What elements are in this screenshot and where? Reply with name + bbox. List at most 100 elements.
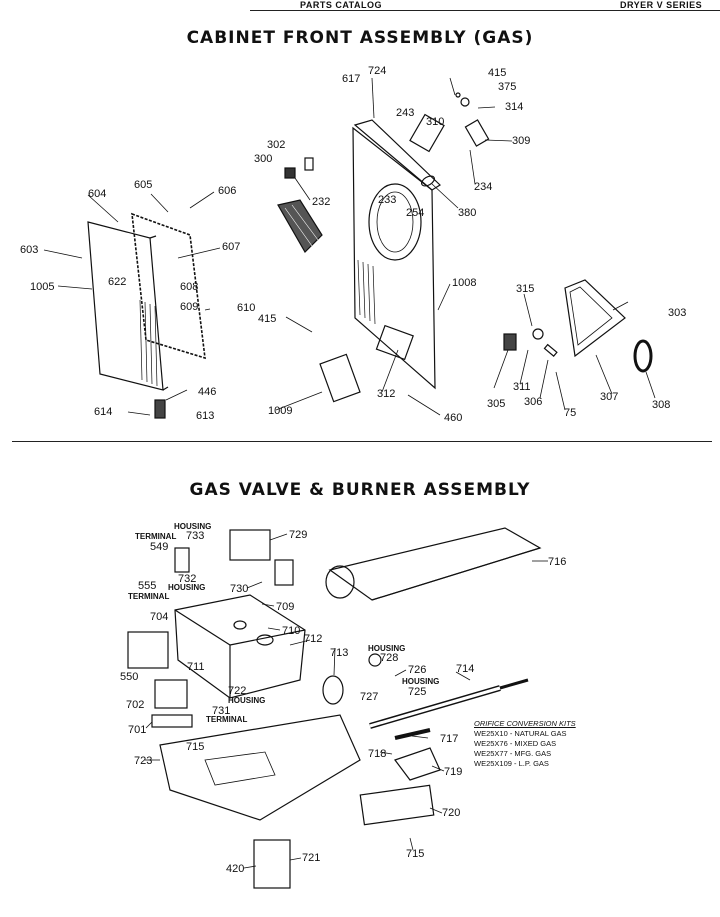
label-609: 609 xyxy=(180,301,198,313)
label-549: 549 xyxy=(150,541,168,553)
small-parts-top xyxy=(154,92,653,419)
header-left: PARTS CATALOG xyxy=(300,0,382,10)
label-housing-4: HOUSING xyxy=(402,677,439,686)
valve-coils xyxy=(174,529,294,586)
label-314: 314 xyxy=(505,101,523,113)
label-729: 729 xyxy=(289,529,307,541)
label-733: 733 xyxy=(186,530,204,542)
label-233: 233 xyxy=(378,194,396,206)
label-718: 718 xyxy=(368,748,386,760)
label-housing-5: HOUSING xyxy=(228,696,265,705)
section-divider xyxy=(12,441,712,442)
label-604: 604 xyxy=(88,188,106,200)
manifold-714 xyxy=(369,678,529,729)
leader-lines-bottom xyxy=(145,533,548,869)
orifice-kit-row: WE25X10 - NATURAL GAS xyxy=(474,729,567,738)
label-315: 315 xyxy=(516,283,534,295)
front-panel-1005 xyxy=(87,221,169,391)
label-715-a: 715 xyxy=(186,741,204,753)
label-1005: 1005 xyxy=(30,281,54,293)
label-234: 234 xyxy=(474,181,492,193)
cabinet-front-1008 xyxy=(352,119,441,390)
label-731: 731 xyxy=(212,705,230,717)
label-550: 550 xyxy=(120,671,138,683)
label-605: 605 xyxy=(134,179,152,191)
label-555: 555 xyxy=(138,580,156,592)
label-305: 305 xyxy=(487,398,505,410)
door-gasket-610 xyxy=(131,212,206,360)
burner-bracket-723 xyxy=(159,714,361,821)
orifice-kit-row: WE25X76 - MIXED GAS xyxy=(474,739,557,748)
label-380: 380 xyxy=(458,207,476,219)
label-1008: 1008 xyxy=(452,277,476,289)
label-306: 306 xyxy=(524,396,542,408)
label-303: 303 xyxy=(668,307,686,319)
label-603: 603 xyxy=(20,244,38,256)
combustion-chamber-716 xyxy=(325,527,542,601)
label-300: 300 xyxy=(254,153,272,165)
label-420: 420 xyxy=(226,863,244,875)
label-312: 312 xyxy=(377,388,395,400)
leader-lines-top xyxy=(43,77,656,416)
label-730: 730 xyxy=(230,583,248,595)
label-622: 622 xyxy=(108,276,126,288)
label-701: 701 xyxy=(128,724,146,736)
label-725: 725 xyxy=(408,686,426,698)
label-311: 311 xyxy=(513,381,531,393)
label-415-top: 415 xyxy=(488,67,506,79)
label-607: 607 xyxy=(222,241,240,253)
label-723: 723 xyxy=(134,755,152,767)
header-rule xyxy=(250,10,720,11)
label-446: 446 xyxy=(198,386,216,398)
label-302: 302 xyxy=(267,139,285,151)
label-75: 75 xyxy=(564,407,576,419)
top-labels: 617 724 415 375 314 243 310 309 302 300 … xyxy=(20,65,686,424)
label-728: 728 xyxy=(380,652,398,664)
label-711: 711 xyxy=(187,661,205,673)
cabinet-front-title: CABINET FRONT ASSEMBLY (GAS) xyxy=(186,28,534,48)
label-715-b: 715 xyxy=(406,848,424,860)
label-617: 617 xyxy=(342,73,360,85)
label-614: 614 xyxy=(94,406,112,418)
label-719: 719 xyxy=(444,766,462,778)
label-terminal-3: TERMINAL xyxy=(206,715,247,724)
label-732: 732 xyxy=(178,573,196,585)
label-702: 702 xyxy=(126,699,144,711)
label-717: 717 xyxy=(440,733,458,745)
gas-valve-title: GAS VALVE & BURNER ASSEMBLY xyxy=(189,480,531,500)
label-housing-1: HOUSING xyxy=(174,522,211,531)
label-1009: 1009 xyxy=(268,405,292,417)
burner-duct-307 xyxy=(564,279,626,358)
label-608: 608 xyxy=(180,281,198,293)
orifice-kits-heading: ORIFICE CONVERSION KITS xyxy=(474,719,576,728)
label-716: 716 xyxy=(548,556,566,568)
label-310: 310 xyxy=(426,116,444,128)
label-720: 720 xyxy=(442,807,460,819)
label-254: 254 xyxy=(406,207,424,219)
label-606: 606 xyxy=(218,185,236,197)
label-232: 232 xyxy=(312,196,330,208)
label-722: 722 xyxy=(228,685,246,697)
label-724: 724 xyxy=(368,65,386,77)
label-710: 710 xyxy=(282,625,300,637)
label-terminal-1: TERMINAL xyxy=(135,532,176,541)
label-243: 243 xyxy=(396,107,414,119)
label-housing-3: HOUSING xyxy=(368,644,405,653)
label-726: 726 xyxy=(408,664,426,676)
label-460: 460 xyxy=(444,412,462,424)
orifice-kit-row: WE25X109 - L.P. GAS xyxy=(474,759,549,768)
label-721: 721 xyxy=(302,852,320,864)
label-375: 375 xyxy=(498,81,516,93)
label-309: 309 xyxy=(512,135,530,147)
orifice-conversion-kits: ORIFICE CONVERSION KITS WE25X10 - NATURA… xyxy=(474,719,576,769)
label-704: 704 xyxy=(150,611,168,623)
label-415-mid: 415 xyxy=(258,313,276,325)
label-714: 714 xyxy=(456,663,474,675)
label-308: 308 xyxy=(652,399,670,411)
header-right: DRYER V SERIES xyxy=(620,0,703,10)
label-713: 713 xyxy=(330,647,348,659)
label-727: 727 xyxy=(360,691,378,703)
label-307: 307 xyxy=(600,391,618,403)
label-610: 610 xyxy=(237,302,255,314)
